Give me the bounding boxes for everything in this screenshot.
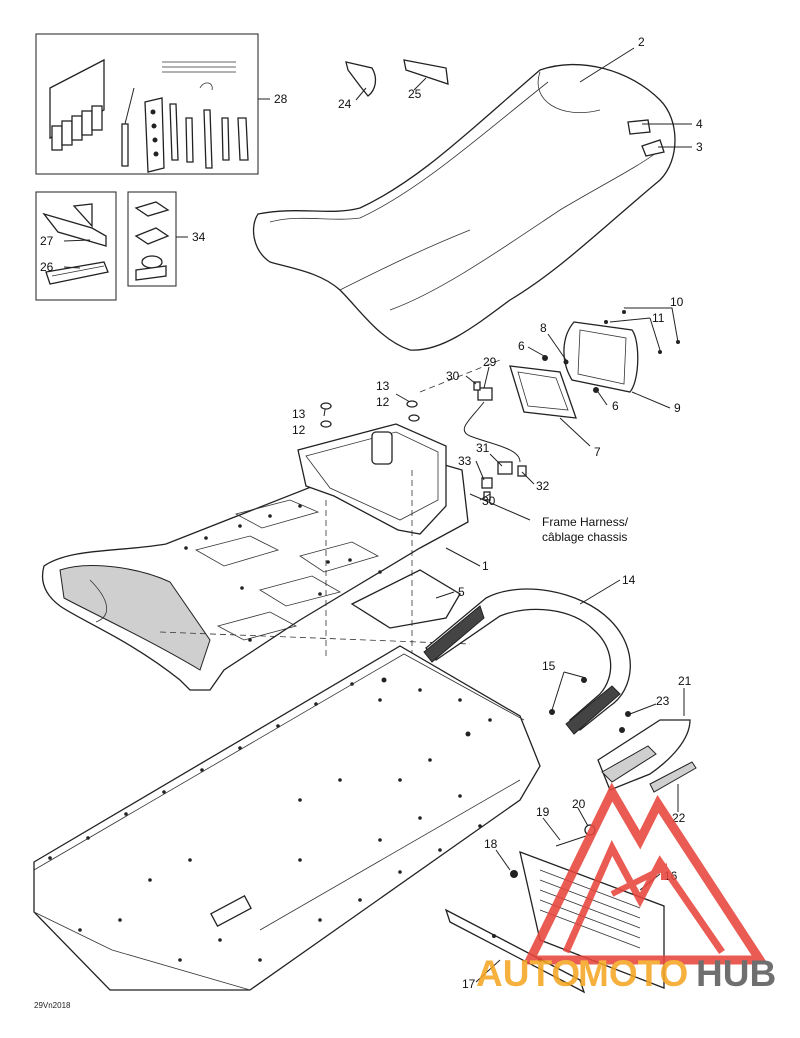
tail-light (419, 310, 680, 521)
callout-15: 15 (542, 659, 556, 673)
callout-28: 28 (274, 92, 288, 106)
callout-7: 7 (594, 445, 601, 459)
callout-31: 31 (476, 441, 490, 455)
harness-note-en: Frame Harness/ (542, 515, 629, 529)
callout-24: 24 (338, 97, 352, 111)
harness-note-fr: câblage chassis (542, 530, 627, 544)
callout-13-left: 13 (292, 407, 306, 421)
callout-20: 20 (572, 797, 586, 811)
lower-left-insets (35, 191, 188, 301)
rear-flap-parts (444, 711, 697, 994)
callout-25: 25 (408, 87, 422, 101)
watermark-hub: HUB (696, 953, 776, 994)
callout-3: 3 (696, 140, 703, 154)
drawing-code: 29Vn2018 (34, 1001, 71, 1010)
callout-26: 26 (40, 260, 54, 274)
callout-6-right: 6 (612, 399, 619, 413)
callout-23: 23 (656, 694, 670, 708)
leader-lines (63, 47, 692, 983)
callout-19: 19 (536, 805, 550, 819)
callout-30-lower: 30 (482, 494, 496, 508)
callout-21: 21 (678, 674, 692, 688)
callout-17: 17 (462, 977, 476, 991)
tool-kit-inset (35, 33, 270, 175)
rear-frame (41, 423, 471, 691)
automotohub-watermark: AUTO MOTO HUB (476, 782, 776, 994)
callout-34: 34 (192, 230, 206, 244)
callout-14: 14 (622, 573, 636, 587)
callout-4: 4 (696, 117, 703, 131)
callout-11: 11 (652, 311, 665, 325)
callout-30-upper: 30 (446, 369, 460, 383)
callout-29: 29 (483, 355, 497, 369)
callout-33: 33 (458, 454, 472, 468)
grab-handle (381, 588, 631, 737)
callout-13-right: 13 (376, 379, 390, 393)
callout-32: 32 (536, 479, 550, 493)
callout-22: 22 (672, 811, 686, 825)
callout-1: 1 (482, 559, 489, 573)
watermark-moto: MOTO (578, 953, 688, 994)
callout-5: 5 (458, 585, 465, 599)
callout-10: 10 (670, 295, 684, 309)
watermark-auto: AUTO (476, 953, 580, 994)
brackets-24-25 (345, 59, 449, 97)
callout-8: 8 (540, 321, 547, 335)
callout-12-left: 12 (292, 423, 306, 437)
washers (320, 400, 420, 428)
callout-2: 2 (638, 35, 645, 49)
callout-12-right: 12 (376, 395, 390, 409)
seat (252, 63, 676, 351)
callout-6-left: 6 (518, 339, 525, 353)
tunnel (33, 645, 541, 991)
callout-27: 27 (40, 234, 54, 248)
callout-9: 9 (674, 401, 681, 415)
callout-18: 18 (484, 837, 498, 851)
